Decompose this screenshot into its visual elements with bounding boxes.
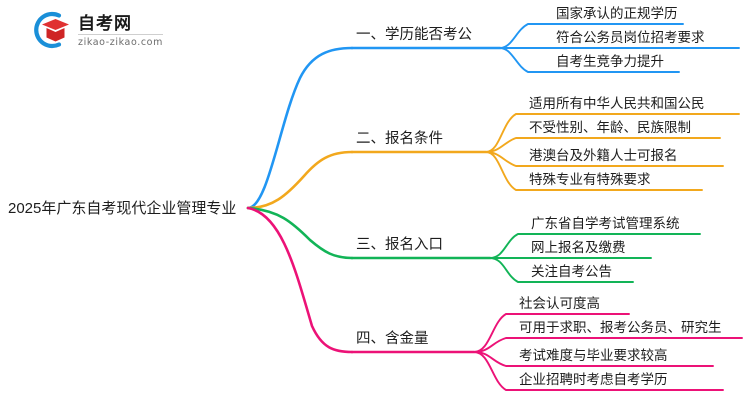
logo-text-block: 自考网 zikao-zikao.com (78, 12, 163, 49)
mindmap-leaf-3-2[interactable]: 网上报名及缴费 (531, 240, 626, 255)
branch-1-lines (246, 23, 740, 210)
mindmap-leaf-1-2[interactable]: 符合公务员岗位招考要求 (556, 30, 705, 45)
mindmap-leaf-3-1[interactable]: 广东省自学考试管理系统 (531, 216, 680, 231)
mindmap-leaf-2-2[interactable]: 不受性别、年龄、民族限制 (529, 120, 691, 135)
mindmap-leaf-1-1[interactable]: 国家承认的正规学历 (556, 6, 678, 21)
mindmap-topic-3[interactable]: 三、报名入口 (356, 237, 443, 253)
mindmap-root-node[interactable]: 2025年广东自考现代企业管理专业 (8, 200, 237, 217)
mindmap-leaf-4-2[interactable]: 可用于求职、报考公务员、研究生 (519, 320, 722, 335)
branch-4-lines (246, 206, 743, 391)
branch-3-lines (246, 206, 701, 283)
zikao-logo-icon (28, 9, 72, 51)
mindmap-topic-2[interactable]: 二、报名条件 (356, 131, 443, 147)
mindmap-leaf-4-4[interactable]: 企业招聘时考虑自考学历 (519, 372, 668, 387)
mindmap-leaf-2-1[interactable]: 适用所有中华人民共和国公民 (529, 96, 705, 111)
mindmap-topic-4[interactable]: 四、含金量 (356, 331, 429, 347)
mindmap-leaf-4-3[interactable]: 考试难度与毕业要求较高 (519, 348, 668, 363)
mindmap-leaf-3-3[interactable]: 关注自考公告 (531, 264, 612, 279)
mindmap-leaf-4-1[interactable]: 社会认可度高 (519, 296, 600, 311)
branch-2-lines (246, 113, 740, 210)
logo-domain: zikao-zikao.com (78, 36, 163, 48)
mindmap-leaf-2-3[interactable]: 港澳台及外籍人士可报名 (529, 148, 678, 163)
site-logo: 自考网 zikao-zikao.com (28, 8, 188, 52)
mindmap-leaf-2-4[interactable]: 特殊专业有特殊要求 (529, 172, 651, 187)
mindmap-leaf-1-3[interactable]: 自考生竞争力提升 (556, 54, 664, 69)
logo-title: 自考网 (78, 14, 163, 35)
mindmap-topic-1[interactable]: 一、学历能否考公 (356, 27, 472, 43)
